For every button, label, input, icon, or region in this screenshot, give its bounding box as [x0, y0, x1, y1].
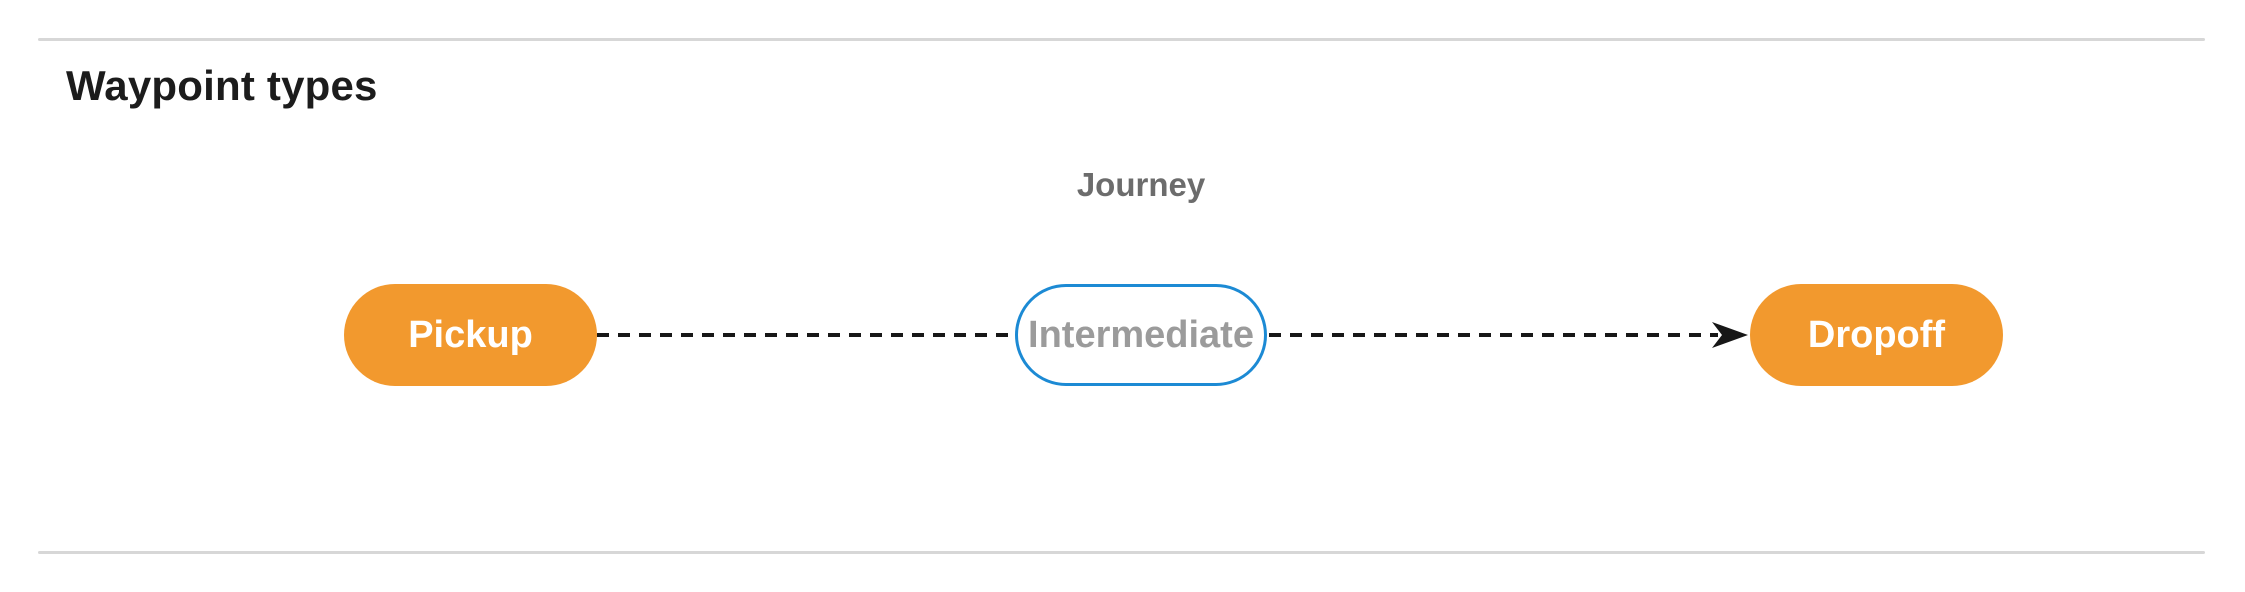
node-dropoff: Dropoff — [1750, 284, 2003, 386]
journey-diagram-title: Journey — [1076, 166, 1206, 203]
node-intermediate: Intermediate — [1015, 284, 1267, 386]
node-pickup: Pickup — [344, 284, 597, 386]
node-intermediate-label: Intermediate — [1028, 313, 1254, 356]
edge-arrowhead-icon — [1712, 322, 1748, 348]
node-pickup-label: Pickup — [408, 313, 533, 356]
node-dropoff-label: Dropoff — [1807, 313, 1946, 356]
bottom-divider — [38, 551, 2205, 554]
section-heading: Waypoint types — [66, 62, 378, 109]
top-divider — [38, 38, 2205, 41]
